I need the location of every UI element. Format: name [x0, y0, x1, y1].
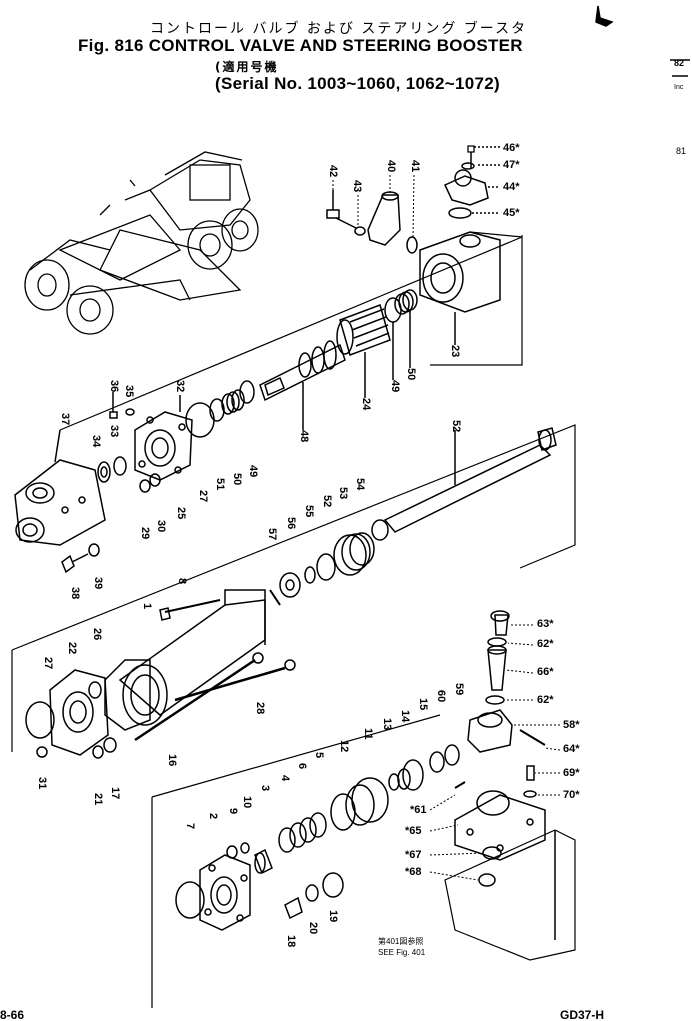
callout-58: 58* — [563, 719, 580, 731]
callout-19: 19 — [327, 910, 339, 923]
callout-35: 35 — [123, 385, 135, 398]
callout-62-lower: 62* — [537, 694, 554, 706]
callout-22: 22 — [66, 642, 78, 655]
callout-39: 39 — [92, 577, 104, 590]
see-note-japanese: 第401図参照 — [378, 937, 424, 946]
callout-69: 69* — [563, 767, 580, 779]
motor-grader-illustration — [24, 151, 259, 335]
callout-53: 53 — [337, 487, 349, 500]
callout-40: 40 — [385, 160, 397, 173]
callout-46: 46* — [503, 142, 520, 154]
callout-6: 6 — [296, 763, 308, 770]
callout-17: 17 — [109, 787, 121, 800]
margin-page-number: 81 — [676, 146, 687, 156]
callout-43: 43 — [351, 180, 363, 193]
footer-model-code: GD37-H — [560, 1008, 605, 1021]
callout-59: 59 — [453, 683, 465, 696]
callout-55: 55 — [303, 505, 315, 518]
serial-numbers: (Serial No. 1003~1060, 1062~1072) — [215, 74, 500, 93]
callout-21: 21 — [92, 793, 104, 806]
callout-65: *65 — [405, 825, 422, 837]
callout-57: 57 — [266, 528, 278, 541]
callout-7: 7 — [184, 823, 196, 830]
callout-8: 8 — [176, 578, 188, 585]
callout-3: 3 — [259, 785, 271, 792]
callout-54: 54 — [354, 478, 366, 491]
callout-50-lower: 50 — [231, 473, 243, 486]
callout-32: 32 — [174, 380, 186, 393]
callout-9: 9 — [227, 808, 239, 815]
callout-63: 63* — [537, 618, 554, 630]
callout-16: 16 — [166, 754, 178, 767]
callout-13: 13 — [381, 718, 393, 731]
callout-1: 1 — [141, 603, 153, 610]
callout-64: 64* — [563, 743, 580, 755]
callout-4: 4 — [279, 775, 291, 782]
callout-14: 14 — [399, 710, 411, 723]
callout-15: 15 — [417, 698, 429, 711]
see-note-english: SEE Fig. 401 — [378, 948, 426, 957]
callout-33: 33 — [108, 425, 120, 438]
callout-24: 24 — [360, 398, 372, 411]
callout-51: 51 — [214, 478, 226, 491]
callout-52: 52 — [450, 420, 462, 433]
serial-japanese: (適用号機 — [215, 60, 279, 74]
callout-10: 10 — [241, 796, 253, 809]
callout-38: 38 — [69, 587, 81, 600]
figure-title: Fig. 816 CONTROL VALVE AND STEERING BOOS… — [78, 36, 523, 55]
callout-11: 11 — [362, 728, 374, 740]
title-japanese: コントロール バルブ および ステアリング ブースタ — [150, 21, 528, 37]
margin-note-2: Inc — [674, 84, 684, 91]
maker-logo-icon — [595, 5, 614, 27]
callout-27-upper: 27 — [197, 490, 209, 503]
callout-48: 48 — [298, 430, 310, 443]
callout-41: 41 — [409, 160, 421, 173]
callout-28: 28 — [254, 702, 266, 715]
bracket-37 — [14, 429, 106, 546]
callout-52-small: 52 — [321, 495, 333, 508]
callout-30: 30 — [155, 520, 167, 533]
callout-5: 5 — [313, 752, 325, 759]
callout-68: *68 — [405, 866, 422, 878]
callout-45: 45* — [503, 207, 520, 219]
callout-66: 66* — [537, 666, 554, 678]
callout-23: 23 — [449, 345, 461, 358]
callout-37: 37 — [59, 413, 71, 426]
callout-12: 12 — [338, 740, 350, 753]
callout-47: 47* — [503, 159, 520, 171]
callout-25: 25 — [175, 507, 187, 520]
callout-56: 56 — [285, 517, 297, 530]
callout-49-lower: 49 — [247, 465, 259, 478]
callout-44: 44* — [503, 181, 520, 193]
callout-50-upper: 50 — [405, 368, 417, 381]
callout-29: 29 — [139, 527, 151, 540]
callout-31: 31 — [36, 777, 48, 790]
callout-67: *67 — [405, 849, 422, 861]
callout-62-upper: 62* — [537, 638, 554, 650]
callout-36: 36 — [108, 380, 120, 393]
callout-61: *61 — [410, 804, 427, 816]
callout-42: 42 — [327, 165, 339, 178]
callout-60: 60 — [435, 690, 447, 703]
callout-18: 18 — [285, 935, 297, 948]
callout-27-lower: 27 — [42, 657, 54, 670]
footer-page-code: 8-66 — [0, 1008, 25, 1021]
callout-70: 70* — [563, 789, 580, 801]
callout-2: 2 — [207, 813, 219, 820]
callout-49-upper: 49 — [389, 380, 401, 393]
callout-34: 34 — [90, 435, 102, 448]
callout-26: 26 — [91, 628, 103, 641]
margin-note-1: 82 — [674, 58, 685, 68]
callout-20: 20 — [307, 922, 319, 935]
